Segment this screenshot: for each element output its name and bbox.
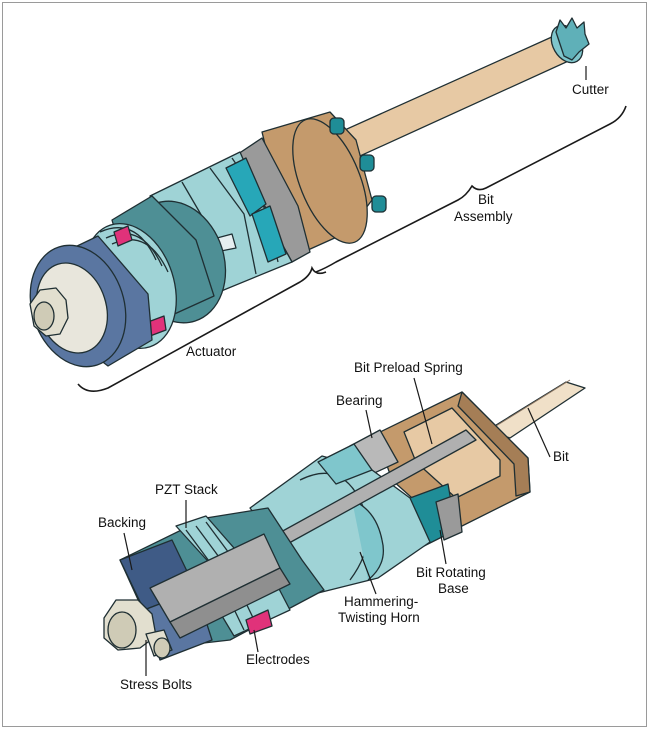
backing-label: Backing [98,515,146,530]
cutter-icon [550,17,590,64]
actuator-label: Actuator [186,344,237,359]
cutaway-bolt-plate [149,533,291,639]
actuator-brace [77,265,327,392]
bit-rotating-base-label-2: Base [438,581,469,596]
bit-rotating-base-leader [439,529,447,565]
bit-assembly-label-1: Bit [478,192,494,207]
electrodes-leader [253,629,259,653]
bolt-end-icon [29,287,69,337]
assembled-drill: Cutter Bit Assembly Actuator [29,17,627,392]
electrodes-label: Electrodes [246,652,310,667]
stress-bolts-icon [103,599,173,659]
bearing-label: Bearing [336,393,383,408]
cutter-label: Cutter [572,82,609,97]
hammering-horn-leader [359,551,377,595]
backing-leader [123,532,133,571]
bit-preload-spring-leader [413,377,433,445]
bit-assembly-brace [315,105,627,273]
stress-bolts-label: Stress Bolts [120,677,192,692]
bit-preload-spring-label: Bit Preload Spring [354,360,463,375]
bit-assembly-label-2: Assembly [454,209,513,224]
hammering-horn-label-2: Twisting Horn [338,610,420,625]
bit-rotating-base-label-1: Bit Rotating [416,565,486,580]
hammering-horn-label-1: Hammering- [344,594,418,609]
pzt-stack-label: PZT Stack [155,482,218,497]
cutaway-drill: Bit Preload Spring Bearing Bit PZT Stack… [98,360,586,692]
bearing-leader [365,409,373,439]
backing-cylinder [29,235,153,368]
bit-leader [527,407,551,458]
cutaway-bit [487,379,586,439]
bit-label: Bit [553,449,569,464]
